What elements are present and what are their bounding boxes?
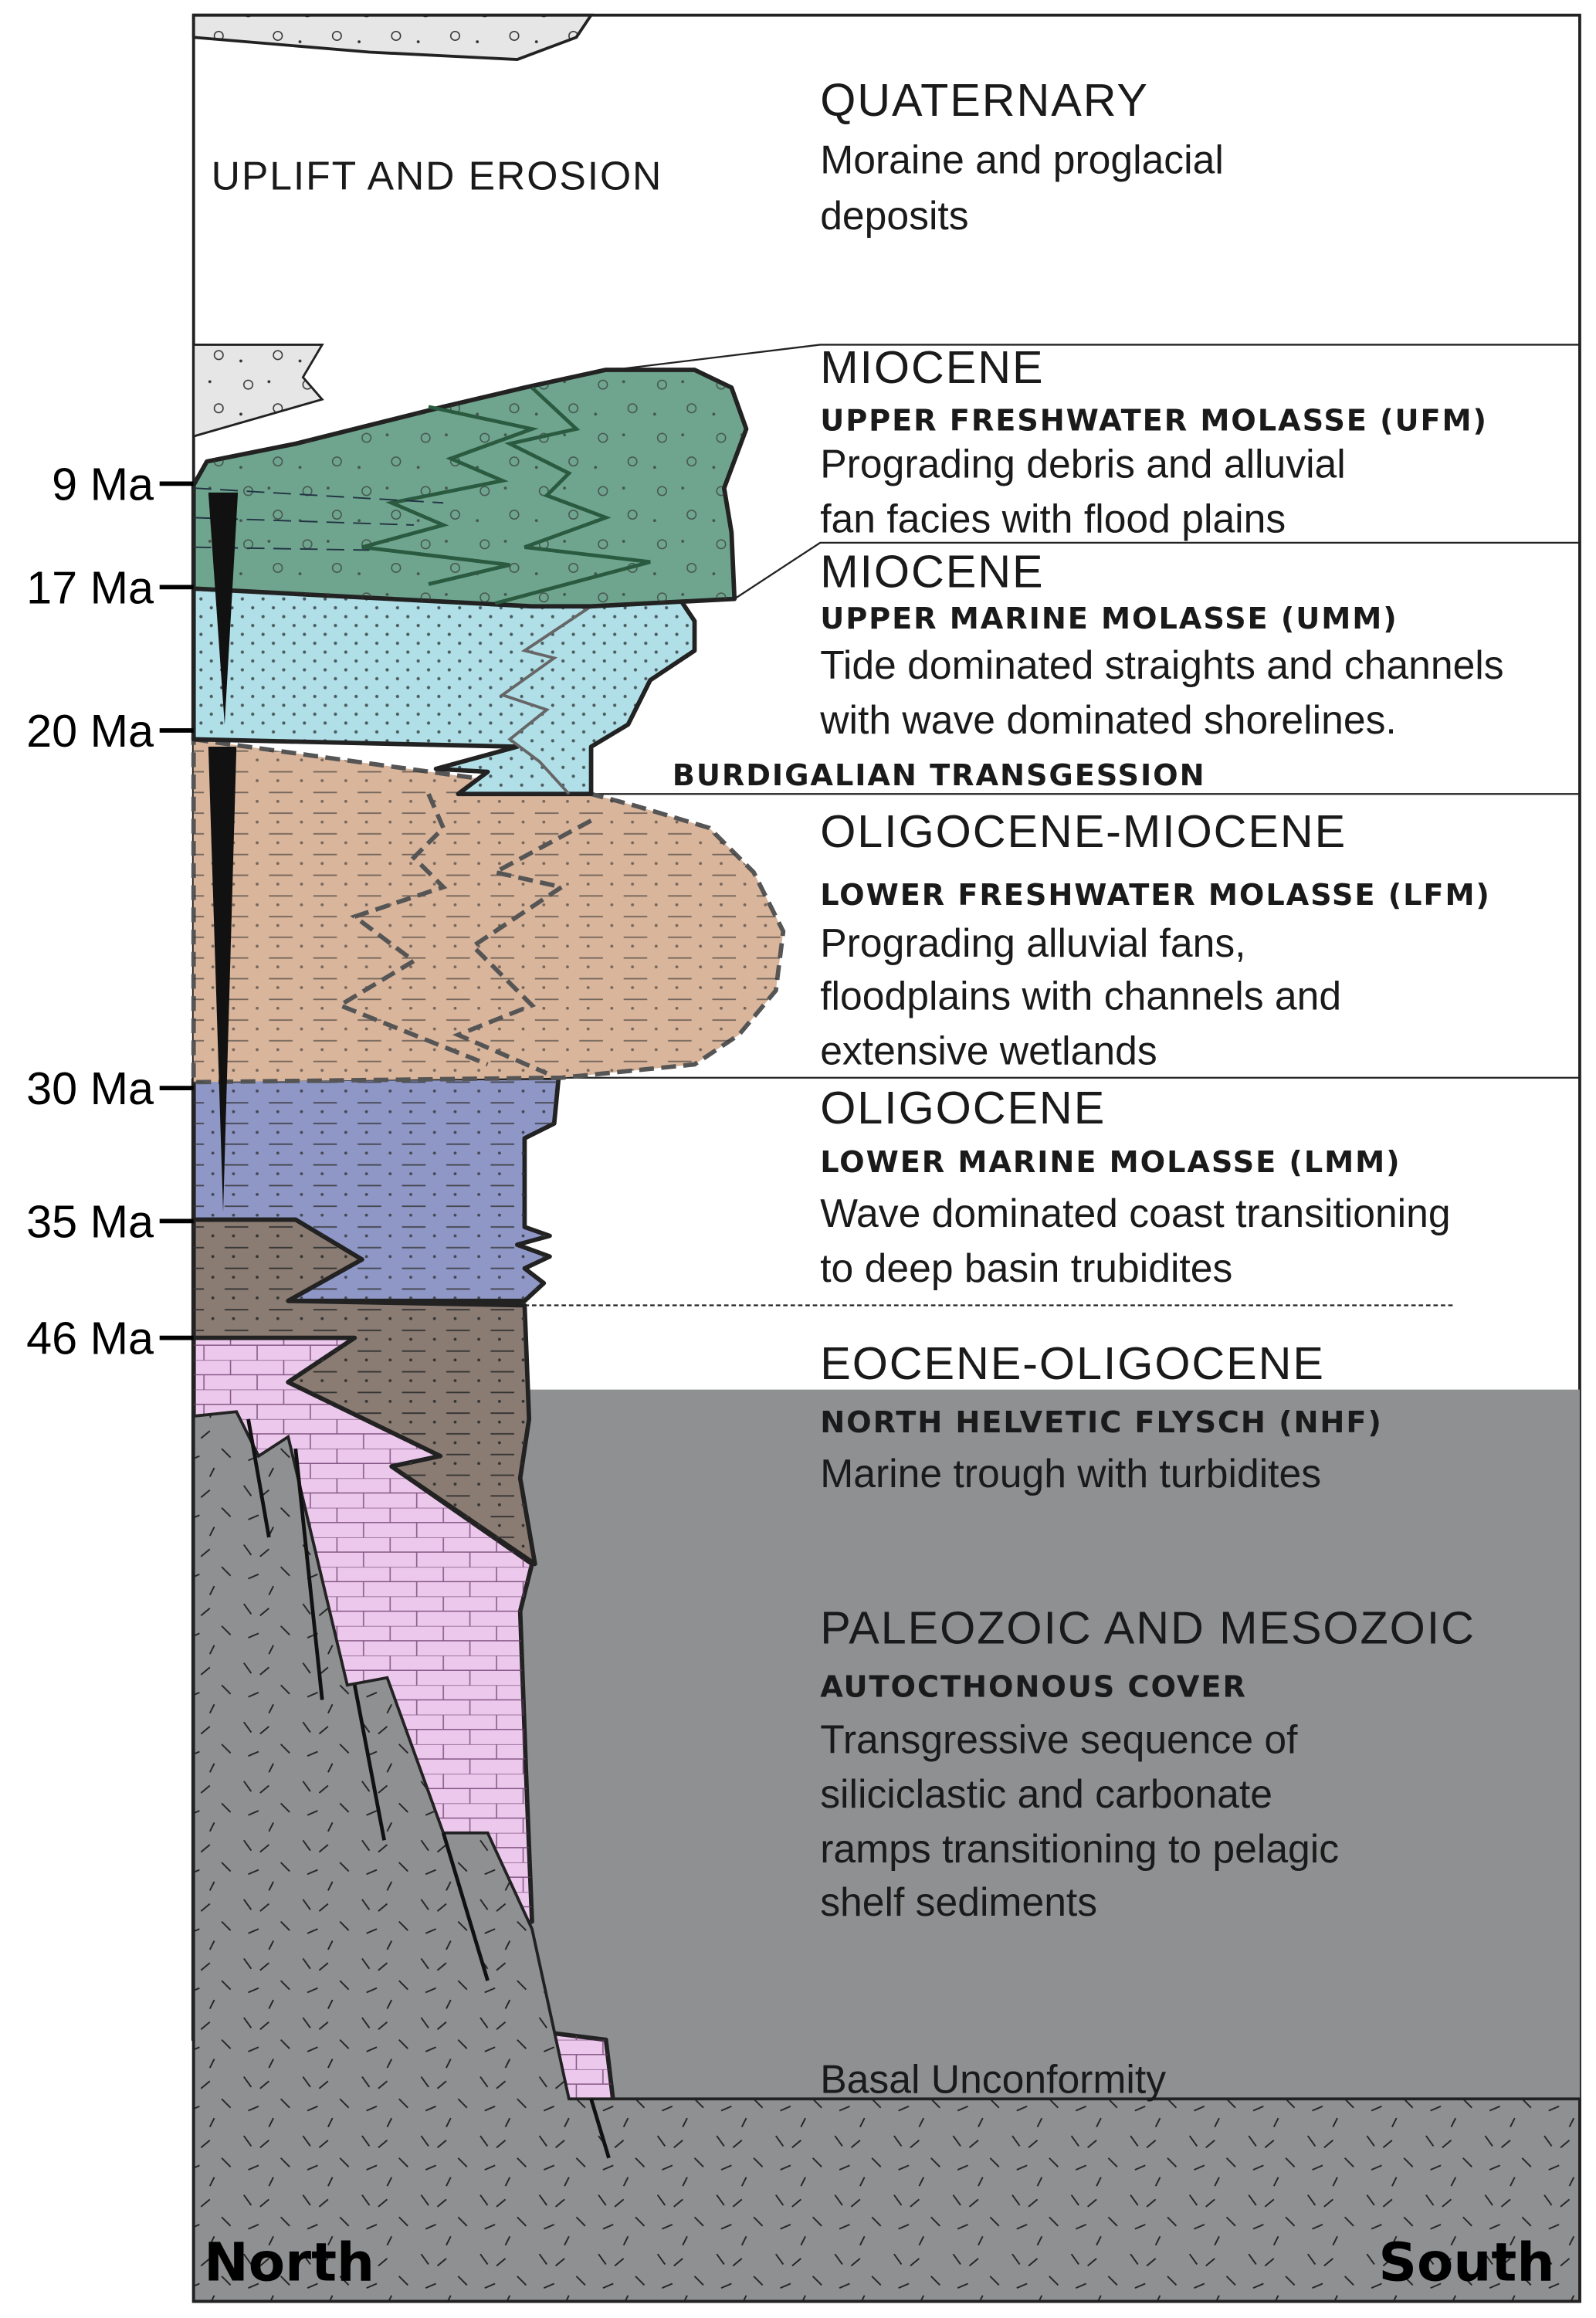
north-label: North (204, 2232, 374, 2294)
svg-text:extensive wetlands: extensive wetlands (820, 1029, 1157, 1073)
svg-text:OLIGOCENE: OLIGOCENE (820, 1082, 1106, 1134)
svg-text:to deep basin trubidites: to deep basin trubidites (820, 1245, 1232, 1290)
svg-text:UPPER MARINE MOLASSE (UMM): UPPER MARINE MOLASSE (UMM) (820, 602, 1398, 636)
unit-umm-description: MIOCENE UPPER MARINE MOLASSE (UMM) Tide … (819, 545, 1503, 741)
south-label: South (1378, 2232, 1554, 2294)
svg-text:UPPER FRESHWATER MOLASSE (UFM): UPPER FRESHWATER MOLASSE (UFM) (820, 403, 1488, 438)
svg-text:Marine trough with turbidites: Marine trough with turbidites (820, 1451, 1321, 1496)
burdigalian-transgression-label: BURDIGALIAN TRANSGESSION (673, 758, 1206, 793)
age-label-17: 17 Ma (26, 561, 154, 613)
svg-text:NORTH HELVETIC FLYSCH (NHF): NORTH HELVETIC FLYSCH (NHF) (820, 1405, 1383, 1440)
svg-text:Tide dominated straights and c: Tide dominated straights and channels (820, 642, 1503, 687)
unit-cover-description: PALEOZOIC AND MESOZOIC AUTOCTHONOUS COVE… (820, 1602, 1476, 1924)
lfm-interfingering (334, 793, 592, 1076)
svg-text:with wave dominated shorelines: with wave dominated shorelines. (819, 697, 1397, 742)
age-label-46: 46 Ma (26, 1313, 154, 1364)
svg-text:deposits: deposits (820, 193, 968, 238)
uplift-erosion-label: UPLIFT AND EROSION (212, 153, 663, 198)
ufm-interfingering (361, 386, 651, 605)
age-label-20: 20 Ma (26, 705, 154, 757)
svg-text:MIOCENE: MIOCENE (820, 545, 1044, 597)
svg-text:QUATERNARY: QUATERNARY (820, 74, 1149, 126)
time-wedge-upper (208, 492, 239, 725)
svg-text:ramps transitioning to pelagic: ramps transitioning to pelagic (820, 1826, 1339, 1871)
svg-text:shelf sediments: shelf sediments (820, 1879, 1097, 1924)
unit-nhf-description: EOCENE-OLIGOCENE NORTH HELVETIC FLYSCH (… (820, 1337, 1383, 1496)
svg-text:LOWER MARINE MOLASSE (LMM): LOWER MARINE MOLASSE (LMM) (820, 1145, 1401, 1180)
svg-text:floodplains with channels and: floodplains with channels and (820, 974, 1341, 1018)
age-label-35: 35 Ma (26, 1195, 154, 1247)
svg-text:EOCENE-OLIGOCENE: EOCENE-OLIGOCENE (820, 1337, 1325, 1389)
age-label-9: 9 Ma (52, 458, 154, 510)
unit-ufm-description: MIOCENE UPPER FRESHWATER MOLASSE (UFM) P… (820, 341, 1488, 541)
svg-text:AUTOCTHONOUS COVER: AUTOCTHONOUS COVER (820, 1670, 1247, 1705)
svg-text:MIOCENE: MIOCENE (820, 341, 1044, 393)
svg-text:Prograding debris and alluvial: Prograding debris and alluvial (820, 442, 1346, 486)
umm-interfingering (499, 605, 592, 795)
age-axis: 9 Ma 17 Ma 20 Ma 30 Ma 35 Ma 46 Ma (26, 458, 194, 1364)
age-label-30: 30 Ma (26, 1062, 154, 1114)
svg-text:OLIGOCENE-MIOCENE: OLIGOCENE-MIOCENE (820, 805, 1347, 857)
unit-lmm-description: OLIGOCENE LOWER MARINE MOLASSE (LMM) Wav… (820, 1082, 1450, 1290)
fault-lines (246, 1418, 611, 2159)
time-wedge-lower (208, 747, 237, 1212)
svg-text:PALEOZOIC AND MESOZOIC: PALEOZOIC AND MESOZOIC (820, 1602, 1476, 1654)
unit-quaternary-description: QUATERNARY Moraine and proglacial deposi… (820, 74, 1224, 238)
unit-lfm-description: OLIGOCENE-MIOCENE LOWER FRESHWATER MOLAS… (820, 805, 1491, 1073)
svg-text:Prograding alluvial fans,: Prograding alluvial fans, (820, 920, 1245, 965)
svg-text:Moraine and proglacial: Moraine and proglacial (820, 137, 1224, 181)
svg-text:Wave dominated coast transitio: Wave dominated coast transitioning (820, 1191, 1450, 1235)
svg-text:LOWER FRESHWATER MOLASSE (LFM): LOWER FRESHWATER MOLASSE (LFM) (820, 878, 1491, 913)
svg-text:Transgressive sequence of: Transgressive sequence of (820, 1716, 1298, 1761)
svg-text:siliciclastic and carbonate: siliciclastic and carbonate (820, 1771, 1272, 1816)
svg-text:fan facies with flood plains: fan facies with flood plains (820, 496, 1286, 541)
basal-unconformity-label: Basal Unconformity (820, 2057, 1166, 2102)
